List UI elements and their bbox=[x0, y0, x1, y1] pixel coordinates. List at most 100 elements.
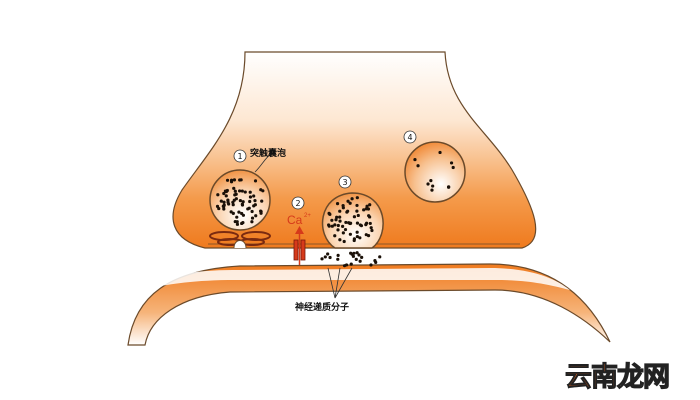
vesicle-3-dot bbox=[346, 209, 350, 213]
vesicle-3-dot bbox=[364, 233, 368, 237]
vesicle-4-dot bbox=[430, 188, 434, 192]
calcium-arrow-icon bbox=[295, 226, 304, 265]
vesicle-4-dot bbox=[429, 179, 433, 183]
released-neurotransmitter-dot bbox=[323, 255, 327, 259]
vesicle-1-dot bbox=[252, 204, 256, 208]
released-neurotransmitter-dot bbox=[351, 254, 355, 258]
vesicle-1-dot bbox=[250, 216, 255, 220]
released-neurotransmitter-dot bbox=[342, 264, 347, 268]
vesicle-4-dot bbox=[426, 182, 430, 186]
vesicle-1-dot bbox=[238, 199, 242, 203]
vesicle-pointer-line bbox=[254, 152, 273, 173]
vesicle-1-dot bbox=[223, 189, 227, 193]
vesicle-1-dot bbox=[235, 220, 239, 224]
vesicle-1-dot bbox=[224, 194, 228, 198]
released-neurotransmitter-dot bbox=[352, 251, 356, 255]
marker-3-text: 3 bbox=[342, 178, 347, 187]
released-neurotransmitter-dot bbox=[355, 251, 359, 255]
vesicle-1-dot bbox=[226, 200, 230, 204]
vesicle-3-dot bbox=[359, 224, 364, 228]
vesicle-3-dot bbox=[347, 221, 351, 225]
vesicle-1-dot bbox=[248, 195, 253, 199]
marker-3: 3 bbox=[338, 175, 352, 189]
vesicle-1-dot bbox=[254, 214, 258, 218]
vesicle-3-dot bbox=[364, 207, 368, 211]
vesicle-3-dot bbox=[336, 228, 340, 232]
vesicle-1-dot bbox=[219, 199, 223, 203]
vesicle-3-dot bbox=[348, 201, 352, 205]
released-neurotransmitter-dot bbox=[357, 253, 361, 257]
released-neurotransmitter-dot bbox=[336, 257, 340, 261]
vesicle-3-dot bbox=[338, 209, 342, 213]
calcium-label: Ca bbox=[287, 213, 303, 227]
vesicle-3-dot bbox=[355, 196, 359, 200]
vesicle-1-dot bbox=[238, 178, 242, 182]
synaptic-cleft bbox=[150, 268, 570, 290]
marker-4-text: 4 bbox=[407, 133, 412, 142]
vesicle-1-dot bbox=[222, 191, 226, 196]
vesicle-4-dot bbox=[438, 150, 442, 155]
vesicle-3-dot bbox=[336, 223, 340, 228]
neurotransmitter-dots bbox=[215, 150, 455, 268]
vesicle-4-dot bbox=[431, 184, 435, 188]
vesicle-1-dot bbox=[232, 198, 236, 202]
vesicle-3-dot bbox=[370, 228, 374, 233]
vesicle-1-dot bbox=[240, 202, 244, 206]
vesicle-1-dot bbox=[233, 193, 237, 197]
released-neurotransmitter-dot bbox=[354, 257, 358, 261]
vesicle-1-dot bbox=[241, 200, 245, 204]
vesicle-3-dot bbox=[352, 237, 356, 241]
calcium-charge: 2+ bbox=[304, 213, 311, 219]
vesicle-3-dot bbox=[342, 239, 346, 244]
vesicle-3-dot bbox=[334, 218, 338, 222]
vesicle-1-dot bbox=[222, 200, 226, 204]
vesicle-1-dot bbox=[225, 178, 230, 182]
calcium-channel bbox=[293, 239, 306, 261]
marker-4: 4 bbox=[403, 130, 417, 144]
vesicle-3-dot bbox=[355, 203, 359, 208]
vesicle-3-dot bbox=[355, 221, 360, 225]
marker-1-text: 1 bbox=[237, 152, 242, 161]
vesicle-4-dot bbox=[416, 164, 420, 168]
vesicle-1-dot bbox=[248, 199, 252, 204]
released-neurotransmitter-dot bbox=[373, 258, 377, 263]
vesicle-3-dot bbox=[368, 203, 372, 207]
vesicle-3-dot bbox=[348, 232, 352, 236]
vesicle-3-dot bbox=[344, 220, 348, 225]
vesicle-1-dot bbox=[238, 189, 242, 193]
released-neurotransmitter-dot bbox=[358, 259, 362, 263]
vesicle-1-dot bbox=[243, 190, 247, 194]
vesicle-3-dot bbox=[369, 226, 373, 230]
released-neurotransmitter-dot bbox=[369, 263, 373, 267]
vesicle-3-dot bbox=[338, 238, 342, 242]
watermark-part2: 龙网 bbox=[616, 361, 670, 393]
vesicle-3-dot bbox=[327, 211, 331, 215]
vesicle-1-dot bbox=[233, 189, 237, 193]
released-neurotransmitter-dot bbox=[320, 257, 324, 261]
vesicle-4-dot bbox=[413, 157, 417, 162]
vesicle-3-dot bbox=[341, 224, 345, 228]
released-neurotransmitter-dot bbox=[336, 253, 340, 258]
vesicle-1-dot bbox=[241, 221, 245, 225]
fusion-pore bbox=[233, 240, 247, 249]
marker-2: 2 bbox=[291, 196, 305, 210]
vesicle-1-dot bbox=[215, 204, 220, 208]
vesicle-1-dot bbox=[253, 179, 258, 183]
vesicle-label: 突触囊泡 bbox=[250, 147, 286, 159]
vesicle-3-dot bbox=[362, 208, 366, 212]
vesicle-1-dot bbox=[253, 199, 257, 203]
vesicle-3-dot bbox=[343, 227, 348, 232]
neurotransmitter-label: 神经递质分子 bbox=[295, 301, 349, 313]
vesicle-3-dot bbox=[335, 215, 339, 219]
released-neurotransmitter-dot bbox=[360, 255, 364, 259]
vesicle-1-dot bbox=[235, 222, 240, 226]
vesicle-1-dot bbox=[259, 188, 263, 192]
vesicle-3-dot bbox=[338, 215, 342, 219]
watermark-part1: 云南 bbox=[565, 362, 619, 394]
vesicle-1-dot bbox=[237, 210, 241, 214]
vesicle-4-dot bbox=[447, 185, 451, 189]
vesicle-3-dot bbox=[333, 223, 337, 227]
vesicle-3-dot bbox=[355, 234, 359, 239]
vesicle-3-dot bbox=[341, 231, 345, 235]
